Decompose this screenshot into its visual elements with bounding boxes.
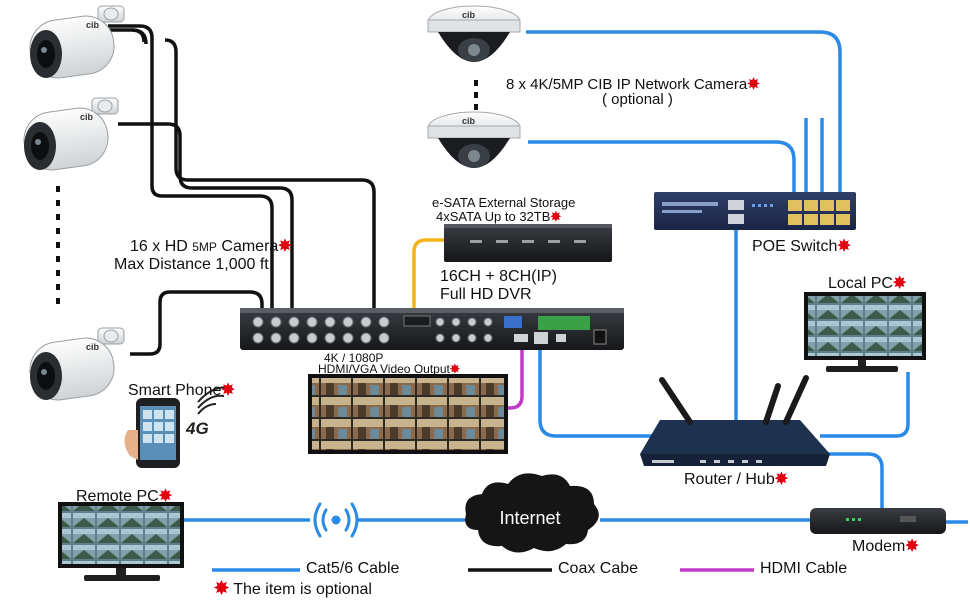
esata-label-1: e-SATA External Storage — [432, 195, 576, 210]
legend-coax-label: Coax Cabe — [558, 560, 639, 577]
yellow-cable-esata-dvr — [412, 238, 446, 312]
internet-label: Internet — [499, 508, 560, 528]
cat-cable-ipcam-1 — [526, 30, 842, 196]
optional-star-icon: ✸ — [550, 209, 562, 224]
optional-star-icon: ✸ — [158, 488, 173, 505]
wifi-signal-icon — [313, 502, 359, 538]
dvr-label-2: Full HD DVR — [440, 286, 532, 303]
modem-label: Modem✸ — [852, 538, 919, 555]
optional-star-icon: ✸ — [449, 362, 460, 376]
smart-phone-label: Smart Phone✸ — [128, 382, 235, 399]
ip-camera-optional-label: ( optional ) — [602, 91, 673, 108]
dvr-device — [240, 308, 624, 350]
bullet-camera-2 — [23, 97, 119, 171]
cat-cable-router-modem — [800, 452, 884, 512]
ip-camera-label: 8 x 4K/5MP CIB IP Network Camera✸ — [506, 76, 760, 93]
hdmi-cable-dvr-monitor — [500, 346, 524, 410]
camera-brand-3: cib — [86, 342, 100, 352]
cat-cables — [180, 30, 968, 524]
coax-cables — [108, 24, 376, 356]
cat-cable-dvr-router — [538, 342, 660, 438]
legend-hdmi-label: HDMI Cable — [760, 560, 848, 577]
cat-cable-ipcam-2 — [528, 140, 796, 196]
poe-switch-label: POE Switch✸ — [752, 238, 851, 255]
optional-star-icon: ✸ — [892, 275, 907, 292]
phone-network-label: 4G — [185, 419, 209, 438]
optional-star-icon: ✸ — [837, 238, 851, 255]
optional-star-icon: ✸ — [214, 578, 230, 598]
max-distance-label: Max Distance 1,000 ft — [114, 256, 269, 273]
coax-cable-camera-1 — [108, 24, 274, 312]
legend-cat-label: Cat5/6 Cable — [306, 560, 400, 577]
dome-camera-1 — [427, 5, 521, 62]
optional-star-icon: ✸ — [905, 538, 919, 555]
router-label: Router / Hub✸ — [684, 471, 789, 488]
camera-brand-1: cib — [86, 20, 100, 30]
coax-cable-long-2 — [131, 28, 148, 45]
local-pc-monitor — [804, 292, 926, 372]
video-output-monitor — [308, 374, 508, 454]
remote-pc-label: Remote PC✸ — [76, 488, 173, 505]
bullet-camera-3 — [29, 327, 125, 401]
phone-signal-icon — [197, 386, 233, 415]
bnc-connectors — [252, 316, 493, 344]
camera-brand-2: cib — [80, 112, 94, 122]
dome-brand-1: cib — [462, 10, 476, 20]
poe-switch-device — [654, 192, 856, 230]
optional-star-icon: ✸ — [221, 382, 235, 399]
video-output-label-1: 4K / 1080P — [324, 351, 384, 365]
dvr-label-1: 16CH + 8CH(IP) — [440, 268, 557, 285]
optional-star-icon: ✸ — [278, 238, 292, 255]
legend-optional-note: ✸ The item is optional — [214, 578, 372, 598]
local-pc-label: Local PC✸ — [828, 275, 907, 292]
hd-camera-label: 16 x HD 5MP Camera✸ — [130, 238, 292, 255]
internet-cloud-icon — [465, 473, 599, 553]
ellipsis-dots-top — [474, 80, 478, 110]
optional-star-icon: ✸ — [774, 471, 789, 488]
modem-device — [810, 508, 946, 534]
coax-cable-camera-2 — [118, 122, 294, 312]
optional-star-icon: ✸ — [747, 76, 760, 93]
bullet-camera-1 — [29, 5, 125, 79]
dome-camera-2 — [427, 111, 521, 168]
ellipsis-dots-left — [56, 186, 60, 304]
esata-label-2: 4xSATA Up to 32TB✸ — [436, 209, 562, 224]
coax-cable-long — [164, 38, 376, 312]
coax-cable-camera-3 — [130, 290, 264, 356]
router-device — [640, 375, 830, 466]
smart-phone-device — [124, 398, 180, 468]
remote-pc-monitor — [58, 502, 184, 581]
esata-storage-device — [444, 224, 612, 262]
video-output-label-2: HDMI/VGA Video Output✸ — [318, 362, 460, 376]
cat-cable-localpc-router — [820, 372, 910, 438]
dome-brand-2: cib — [462, 116, 476, 126]
